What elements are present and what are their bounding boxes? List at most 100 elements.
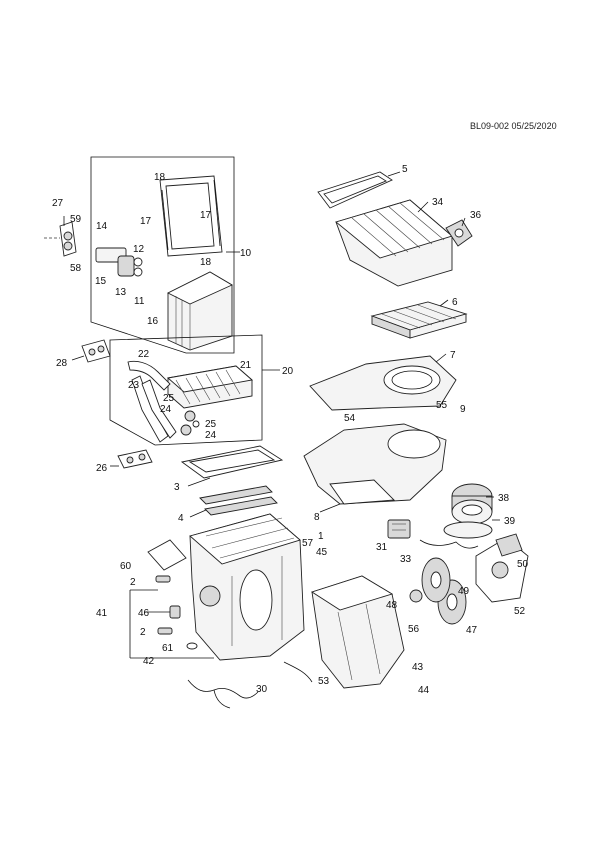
callout-60: 60 bbox=[120, 561, 132, 572]
callout-4: 4 bbox=[178, 513, 184, 524]
callout-59: 59 bbox=[70, 214, 82, 225]
callout-39: 39 bbox=[504, 516, 516, 527]
callout-34: 34 bbox=[432, 197, 444, 208]
callout-26: 26 bbox=[96, 463, 108, 474]
callout-15: 15 bbox=[95, 276, 107, 287]
callout-43: 43 bbox=[412, 662, 424, 673]
callout-8: 8 bbox=[314, 512, 320, 523]
pipe-bracket bbox=[117, 449, 153, 469]
callout-10: 10 bbox=[240, 248, 252, 259]
fan-cover-plate bbox=[475, 537, 529, 603]
callout-7: 7 bbox=[450, 350, 456, 361]
callout-25b: 25 bbox=[205, 419, 217, 430]
callout-36: 36 bbox=[470, 210, 482, 221]
callout-12: 12 bbox=[133, 244, 145, 255]
mode-door-actuator bbox=[169, 605, 181, 619]
callout-30: 30 bbox=[256, 684, 268, 695]
callout-2b: 2 bbox=[140, 627, 146, 638]
callout-56: 56 bbox=[408, 624, 420, 635]
upper-blower-housing bbox=[335, 199, 453, 287]
housing-seal bbox=[317, 171, 393, 209]
callout-22: 22 bbox=[138, 349, 150, 360]
callout-2: 2 bbox=[130, 577, 136, 588]
heater-pipes bbox=[127, 360, 177, 443]
actuator bbox=[445, 219, 473, 247]
callout-55: 55 bbox=[436, 400, 448, 411]
evaporator-group-frame bbox=[90, 156, 235, 354]
pipe-clips bbox=[180, 410, 200, 436]
filter-housing bbox=[309, 355, 457, 411]
callout-41: 41 bbox=[96, 608, 108, 619]
heater-pipe-seal bbox=[81, 339, 111, 363]
mode-actuator bbox=[495, 533, 523, 557]
pipe-seal bbox=[44, 221, 77, 257]
drain-hose bbox=[283, 661, 313, 683]
main-hvac-case bbox=[189, 513, 305, 661]
heater-core bbox=[166, 365, 254, 409]
callout-24b: 24 bbox=[205, 430, 217, 441]
foam-seal bbox=[199, 485, 278, 516]
callout-16: 16 bbox=[147, 316, 159, 327]
callout-46: 46 bbox=[138, 608, 150, 619]
heater-core-group-frame bbox=[109, 334, 263, 446]
evaporator-seal-frame bbox=[159, 175, 223, 257]
heater-core-seal bbox=[180, 445, 284, 479]
callout-50: 50 bbox=[517, 559, 529, 570]
wiring-harness bbox=[187, 679, 259, 699]
callout-54: 54 bbox=[344, 413, 356, 424]
evaporator-core bbox=[166, 271, 233, 351]
callout-14: 14 bbox=[96, 221, 108, 232]
callout-52: 52 bbox=[514, 606, 526, 617]
temperature-sensor-lower bbox=[157, 627, 173, 635]
blower-resistor bbox=[387, 519, 411, 539]
fan-wheel bbox=[421, 557, 451, 603]
callout-33: 33 bbox=[400, 554, 412, 565]
callout-23: 23 bbox=[128, 380, 140, 391]
callout-13: 13 bbox=[115, 287, 127, 298]
lower-case bbox=[310, 575, 405, 689]
callout-58: 58 bbox=[70, 263, 82, 274]
coupling bbox=[409, 589, 423, 603]
wiring-harness-branch bbox=[213, 689, 231, 709]
leader-lines bbox=[63, 171, 500, 659]
callout-44: 44 bbox=[418, 685, 430, 696]
callout-17: 17 bbox=[140, 216, 152, 227]
callout-48: 48 bbox=[386, 600, 398, 611]
callout-20: 20 bbox=[282, 366, 294, 377]
cabin-air-filter bbox=[370, 301, 468, 339]
callout-21: 21 bbox=[240, 360, 252, 371]
callout-9: 9 bbox=[460, 404, 466, 415]
callout-18b: 18 bbox=[200, 257, 212, 268]
blower-harness bbox=[419, 539, 479, 549]
callout-47: 47 bbox=[466, 625, 478, 636]
callout-57: 57 bbox=[302, 538, 314, 549]
callout-38: 38 bbox=[498, 493, 510, 504]
case-bracket bbox=[147, 539, 187, 571]
grommet bbox=[186, 642, 198, 650]
callout-31: 31 bbox=[376, 542, 388, 553]
expansion-valve bbox=[95, 247, 143, 277]
callout-6: 6 bbox=[452, 297, 458, 308]
callout-27: 27 bbox=[52, 198, 64, 209]
callout-labels: 1 2 2 3 4 5 6 7 8 9 10 11 12 13 14 15 16… bbox=[52, 164, 529, 696]
callout-17b: 17 bbox=[200, 210, 212, 221]
temperature-sensor bbox=[155, 575, 171, 583]
callout-11: 11 bbox=[134, 296, 145, 307]
blower-motor bbox=[443, 483, 493, 539]
callout-3: 3 bbox=[174, 482, 180, 493]
blower-case bbox=[303, 423, 447, 505]
callout-49: 49 bbox=[458, 586, 470, 597]
callout-1: 1 bbox=[318, 531, 324, 542]
callout-28: 28 bbox=[56, 358, 68, 369]
callout-5: 5 bbox=[402, 164, 408, 175]
callout-24: 24 bbox=[160, 404, 172, 415]
callout-18: 18 bbox=[154, 172, 166, 183]
callout-61: 61 bbox=[162, 643, 174, 654]
callout-45: 45 bbox=[316, 547, 328, 558]
document-id-date: BL09-002 05/25/2020 bbox=[470, 121, 557, 131]
callout-25: 25 bbox=[163, 393, 175, 404]
callout-42: 42 bbox=[143, 656, 155, 667]
callout-53: 53 bbox=[318, 676, 330, 687]
